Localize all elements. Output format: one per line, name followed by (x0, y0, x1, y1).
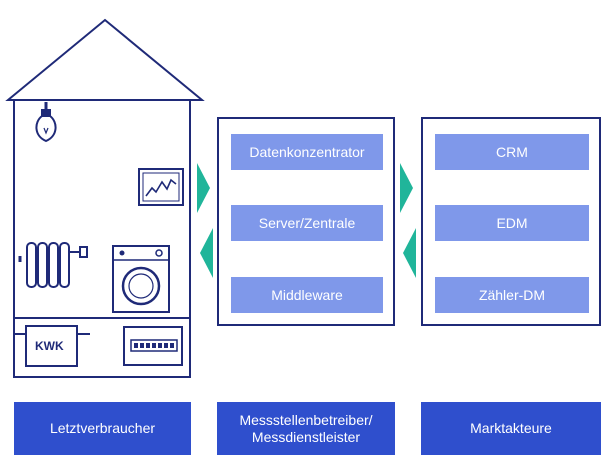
operator-to-market-arrows (400, 163, 416, 278)
market-item-crm: CRM (435, 134, 589, 170)
market-item-zaehler-dm: Zähler-DM (435, 277, 589, 313)
operator-item-datenkonzentrator: Datenkonzentrator (231, 134, 383, 170)
market-panel: CRM EDM Zähler-DM (421, 117, 601, 326)
house (5, 18, 205, 378)
chp-unit-icon (14, 325, 90, 367)
operator-item-server: Server/Zentrale (231, 205, 383, 241)
house-roof (5, 18, 205, 101)
label-letztverbraucher: Letztverbraucher (14, 402, 191, 455)
monitor-chart-icon (138, 168, 184, 206)
kwk-label: KWK (35, 339, 64, 353)
light-bulb-icon (35, 102, 57, 143)
arrow-left-icon (403, 228, 416, 278)
label-messstellenbetreiber: Messstellenbetreiber/ Messdienstleister (217, 402, 395, 455)
radiator-icon (18, 242, 88, 288)
arrow-left-icon (200, 228, 213, 278)
arrow-right-icon (197, 163, 210, 213)
operator-panel: Datenkonzentrator Server/Zentrale Middle… (217, 117, 395, 326)
label-marktakteure: Marktakteure (421, 402, 601, 455)
house-to-operator-arrows (197, 163, 213, 278)
market-item-edm: EDM (435, 205, 589, 241)
arrow-right-icon (400, 163, 413, 213)
operator-item-middleware: Middleware (231, 277, 383, 313)
meter-icon (123, 326, 183, 366)
washing-machine-icon (112, 245, 170, 313)
